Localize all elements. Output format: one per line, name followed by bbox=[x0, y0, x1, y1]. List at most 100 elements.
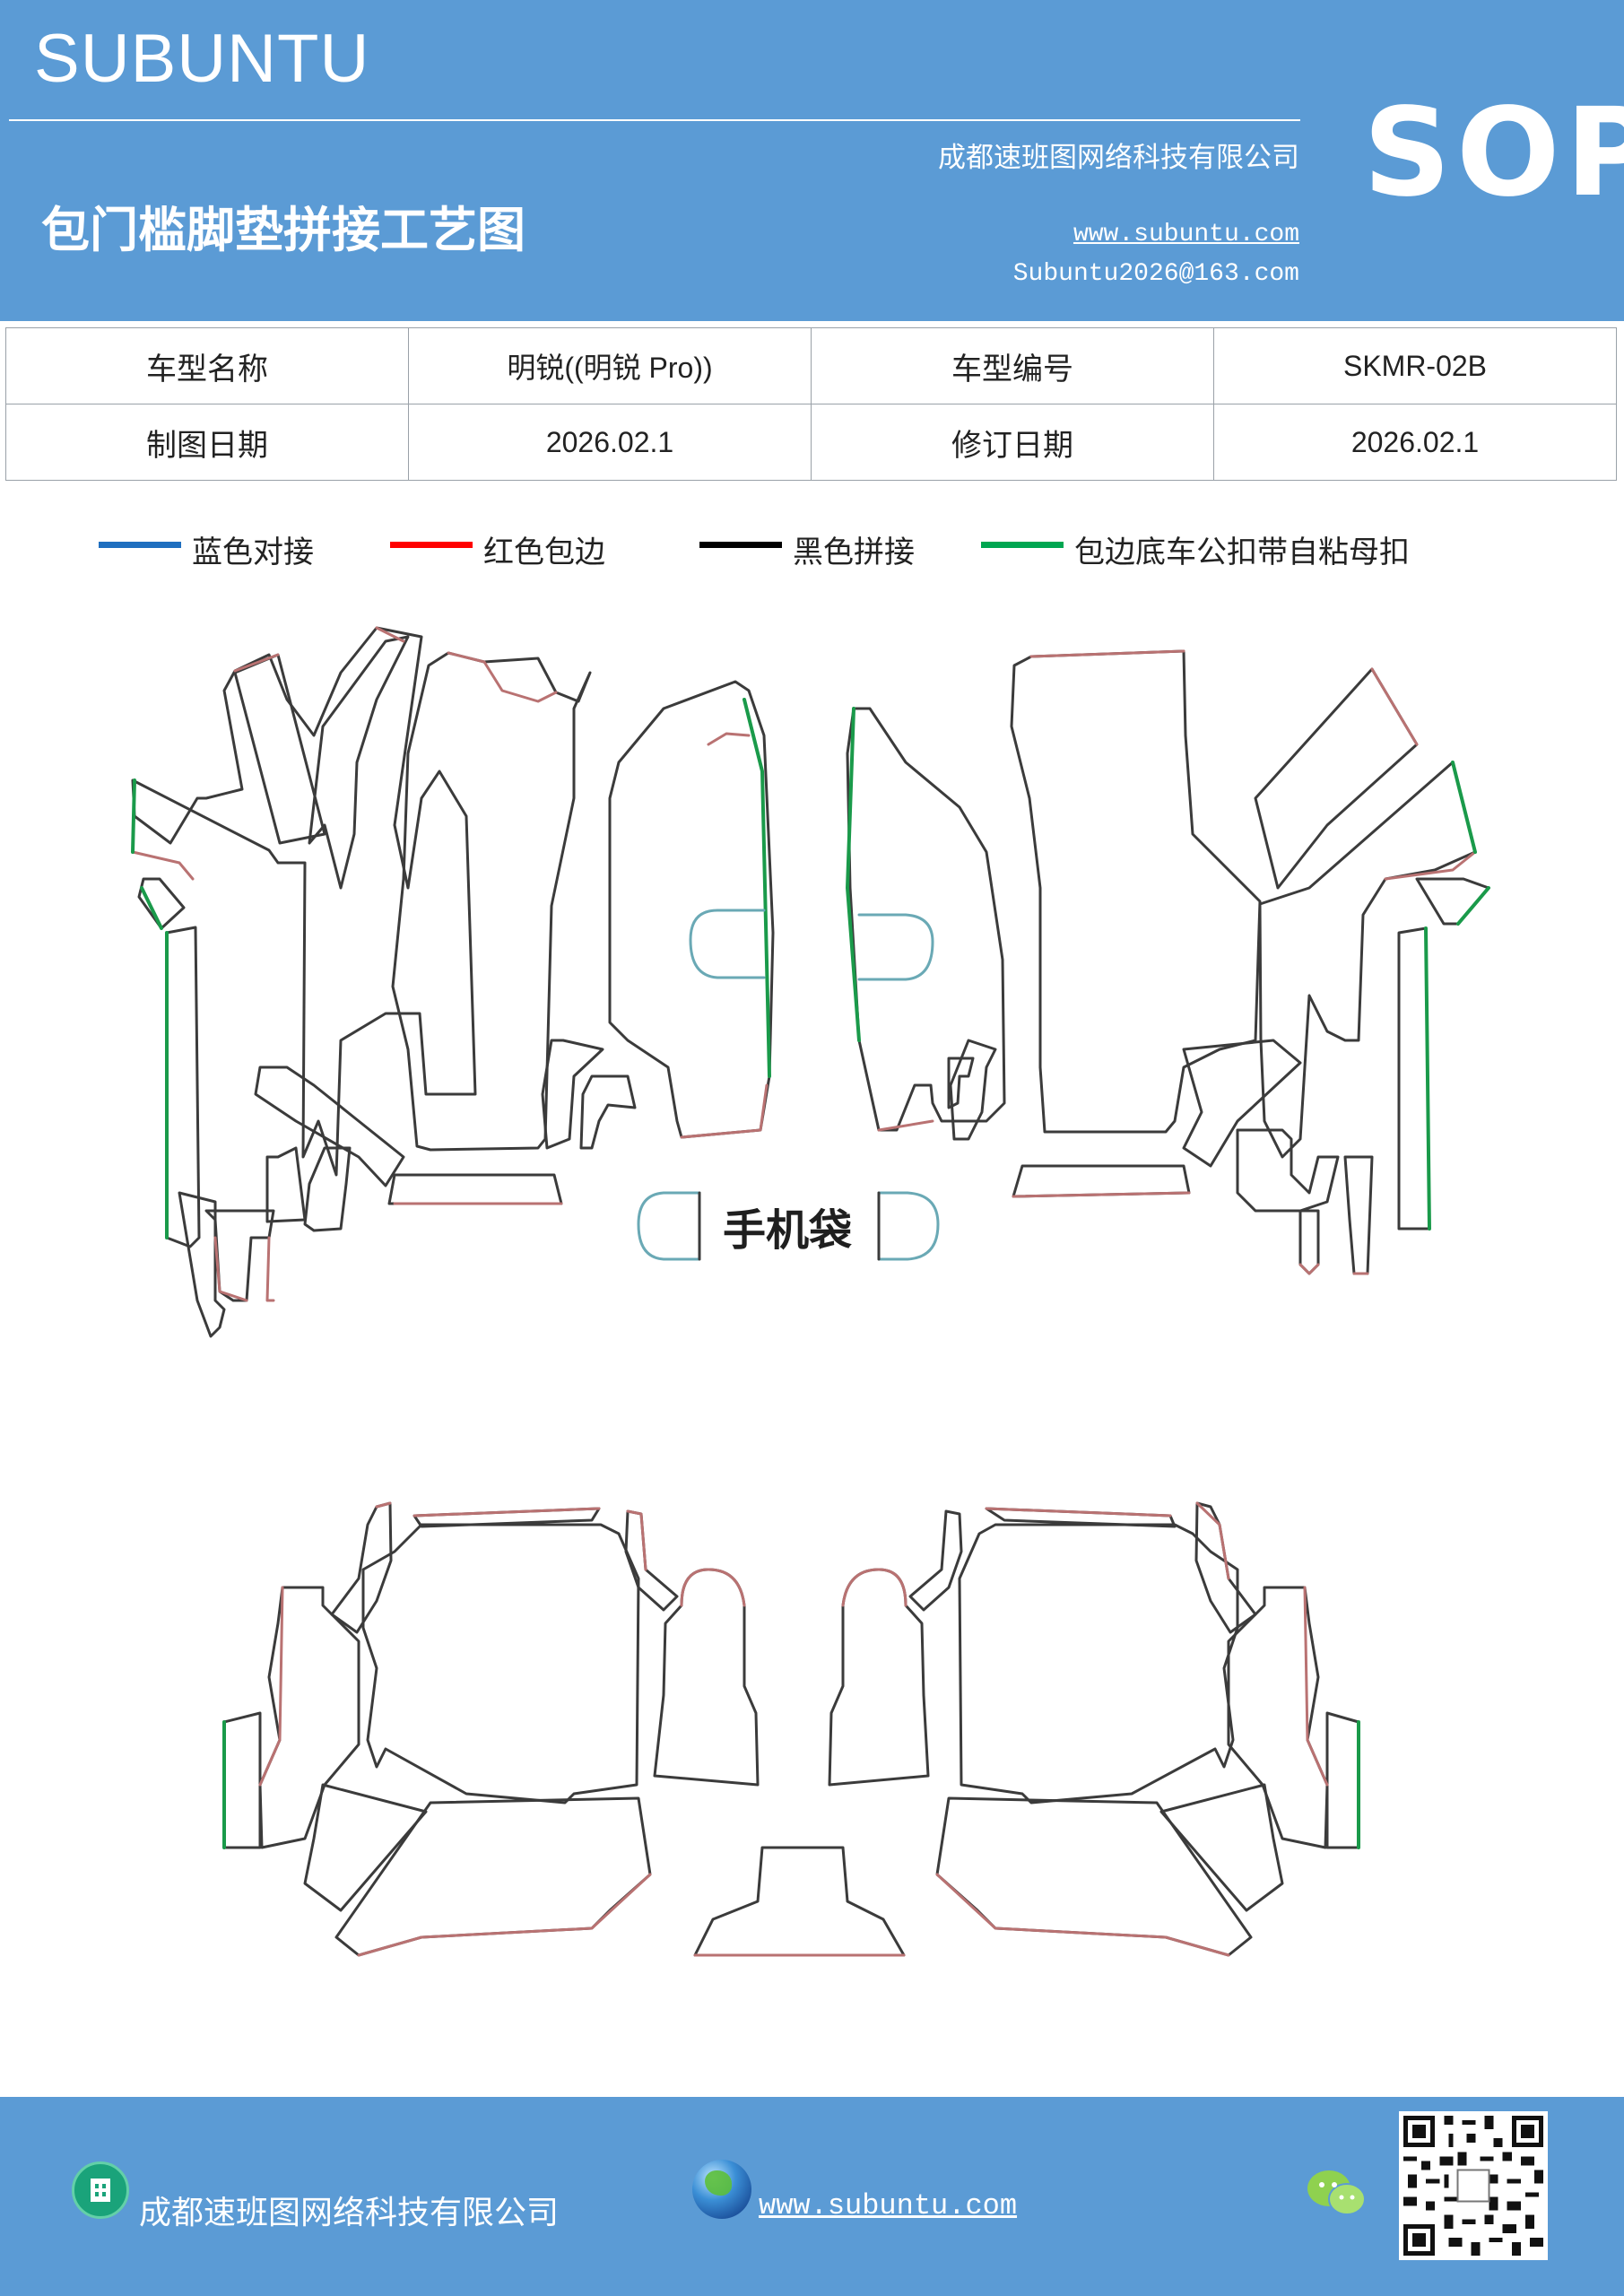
footer-website-link[interactable]: www.subuntu.com bbox=[759, 2189, 1018, 2222]
hem-edge bbox=[1029, 649, 1185, 658]
phone-pocket-label: 手机袋 bbox=[723, 1205, 852, 1256]
mat-piece bbox=[131, 626, 477, 1177]
mat-piece bbox=[303, 1146, 352, 1232]
hem-edge bbox=[131, 850, 195, 881]
velcro-edge bbox=[1456, 886, 1490, 926]
hem-edge bbox=[375, 626, 405, 643]
hem-edge bbox=[213, 1236, 248, 1302]
mat-piece bbox=[334, 1796, 652, 1957]
building-icon bbox=[72, 2161, 129, 2219]
hem-edge bbox=[357, 1873, 652, 1957]
hem-edge bbox=[841, 1568, 908, 1607]
hem-edge bbox=[707, 732, 751, 746]
mat-piece bbox=[254, 1065, 405, 1187]
table-row: 车型名称 明锐((明锐 Pro)) 车型编号 SKMR-02B bbox=[5, 327, 1617, 404]
mat-piece bbox=[846, 707, 1006, 1132]
legend-label: 蓝色对接 bbox=[192, 535, 314, 570]
mat-piece bbox=[1325, 1711, 1360, 1849]
mat-piece bbox=[1182, 1039, 1302, 1168]
mat-piece bbox=[1227, 1586, 1329, 1849]
header-banner: SUBUNTU 成都速班图网络科技有限公司 包门槛脚垫拼接工艺图 www.sub… bbox=[0, 0, 1624, 321]
footer-banner: 成都速班图网络科技有限公司 www.subuntu.com bbox=[0, 2097, 1624, 2296]
hem-edge bbox=[265, 1236, 275, 1302]
mat-piece bbox=[935, 1796, 1253, 1957]
legend-label: 包边底车公扣带自粘母扣 bbox=[1074, 535, 1410, 570]
hem-edge bbox=[680, 1568, 746, 1607]
wechat-icon bbox=[1307, 2170, 1366, 2215]
mat-piece bbox=[693, 1846, 906, 1957]
mat-layout-diagram: 手机袋 bbox=[131, 626, 1490, 1957]
qr-code bbox=[1399, 2111, 1548, 2260]
blue-joint-shapes bbox=[637, 909, 940, 1261]
hem-edge bbox=[1195, 1501, 1230, 1580]
header-website-link[interactable]: www.subuntu.com bbox=[1073, 221, 1299, 248]
mat-piece bbox=[165, 926, 201, 1248]
model-code-label: 车型编号 bbox=[811, 327, 1214, 404]
globe-icon bbox=[692, 2160, 751, 2219]
legend-item-green: 包边底车公扣带自粘母扣 bbox=[981, 527, 1410, 571]
mat-piece bbox=[387, 1173, 563, 1205]
legend: 蓝色对接 红色包边 黑色拼接 包边底车公扣带自粘母扣 bbox=[0, 527, 1624, 572]
sop-badge: SOP bbox=[1363, 83, 1624, 224]
hem-edge bbox=[680, 1083, 769, 1139]
velcro-edge bbox=[846, 707, 861, 1042]
hem-edge bbox=[258, 1586, 284, 1787]
legend-item-black: 黑色拼接 bbox=[699, 527, 915, 571]
mat-piece bbox=[178, 1191, 226, 1338]
blue-joint bbox=[689, 909, 766, 979]
mat-piece bbox=[1012, 1164, 1191, 1198]
mat-piece bbox=[391, 651, 592, 1152]
mat-piece bbox=[579, 1074, 637, 1150]
document-title: 包门槛脚垫拼接工艺图 bbox=[41, 201, 525, 258]
mat-piece bbox=[947, 1057, 975, 1109]
model-code-value: SKMR-02B bbox=[1213, 327, 1617, 404]
legend-swatch-green bbox=[981, 542, 1064, 548]
mat-piece bbox=[222, 1711, 262, 1849]
hem-edge bbox=[1012, 1191, 1191, 1198]
hem-edge bbox=[233, 653, 280, 673]
mat-piece bbox=[949, 1039, 997, 1141]
blue-joint bbox=[637, 1191, 701, 1261]
mat-piece bbox=[1159, 1783, 1284, 1912]
legend-swatch-red bbox=[390, 542, 473, 548]
mat-piece bbox=[308, 635, 410, 890]
rear-red-hem-edges bbox=[258, 1501, 1329, 1957]
velcro-edge bbox=[743, 698, 771, 1078]
blue-joint bbox=[857, 913, 934, 981]
mat-piece bbox=[1254, 667, 1419, 890]
mat-piece bbox=[1236, 1128, 1340, 1213]
revise-date-label: 修订日期 bbox=[811, 404, 1214, 481]
velcro-edge bbox=[1424, 926, 1431, 1231]
hem-edge bbox=[1298, 1263, 1320, 1275]
legend-label: 黑色拼接 bbox=[793, 535, 915, 570]
hem-edge bbox=[1384, 850, 1477, 881]
rear-row-pieces bbox=[222, 1501, 1360, 1957]
brand-name: SUBUNTU bbox=[34, 21, 370, 97]
mat-piece bbox=[330, 1501, 393, 1634]
mat-piece bbox=[908, 1509, 963, 1612]
hem-edge bbox=[626, 1509, 647, 1571]
header-company: 成都速班图网络科技有限公司 bbox=[938, 142, 1299, 174]
footer-company: 成都速班图网络科技有限公司 bbox=[139, 2195, 560, 2231]
green-velcro-edges bbox=[131, 698, 1490, 1239]
mat-piece bbox=[958, 1523, 1239, 1805]
hem-edge bbox=[413, 1507, 601, 1518]
draw-date-label: 制图日期 bbox=[5, 404, 409, 481]
red-hem-edges bbox=[131, 626, 1477, 1302]
model-name-label: 车型名称 bbox=[5, 327, 409, 404]
revise-date-value: 2026.02.1 bbox=[1213, 404, 1617, 481]
info-table: 车型名称 明锐((明锐 Pro)) 车型编号 SKMR-02B 制图日期 202… bbox=[5, 327, 1617, 481]
table-row: 制图日期 2026.02.1 修订日期 2026.02.1 bbox=[5, 404, 1617, 481]
mat-piece bbox=[1258, 761, 1477, 1159]
velcro-edge bbox=[140, 886, 163, 930]
hem-edge bbox=[375, 1501, 392, 1509]
header-divider bbox=[9, 119, 1300, 121]
model-name-value: 明锐((明锐 Pro)) bbox=[408, 327, 812, 404]
legend-item-red: 红色包边 bbox=[390, 527, 605, 571]
legend-label: 红色包边 bbox=[483, 535, 605, 570]
mat-piece bbox=[303, 1783, 428, 1912]
velcro-edge bbox=[1451, 761, 1477, 854]
mat-piece bbox=[1343, 1155, 1374, 1275]
draw-date-value: 2026.02.1 bbox=[408, 404, 812, 481]
mat-piece bbox=[258, 1586, 360, 1849]
